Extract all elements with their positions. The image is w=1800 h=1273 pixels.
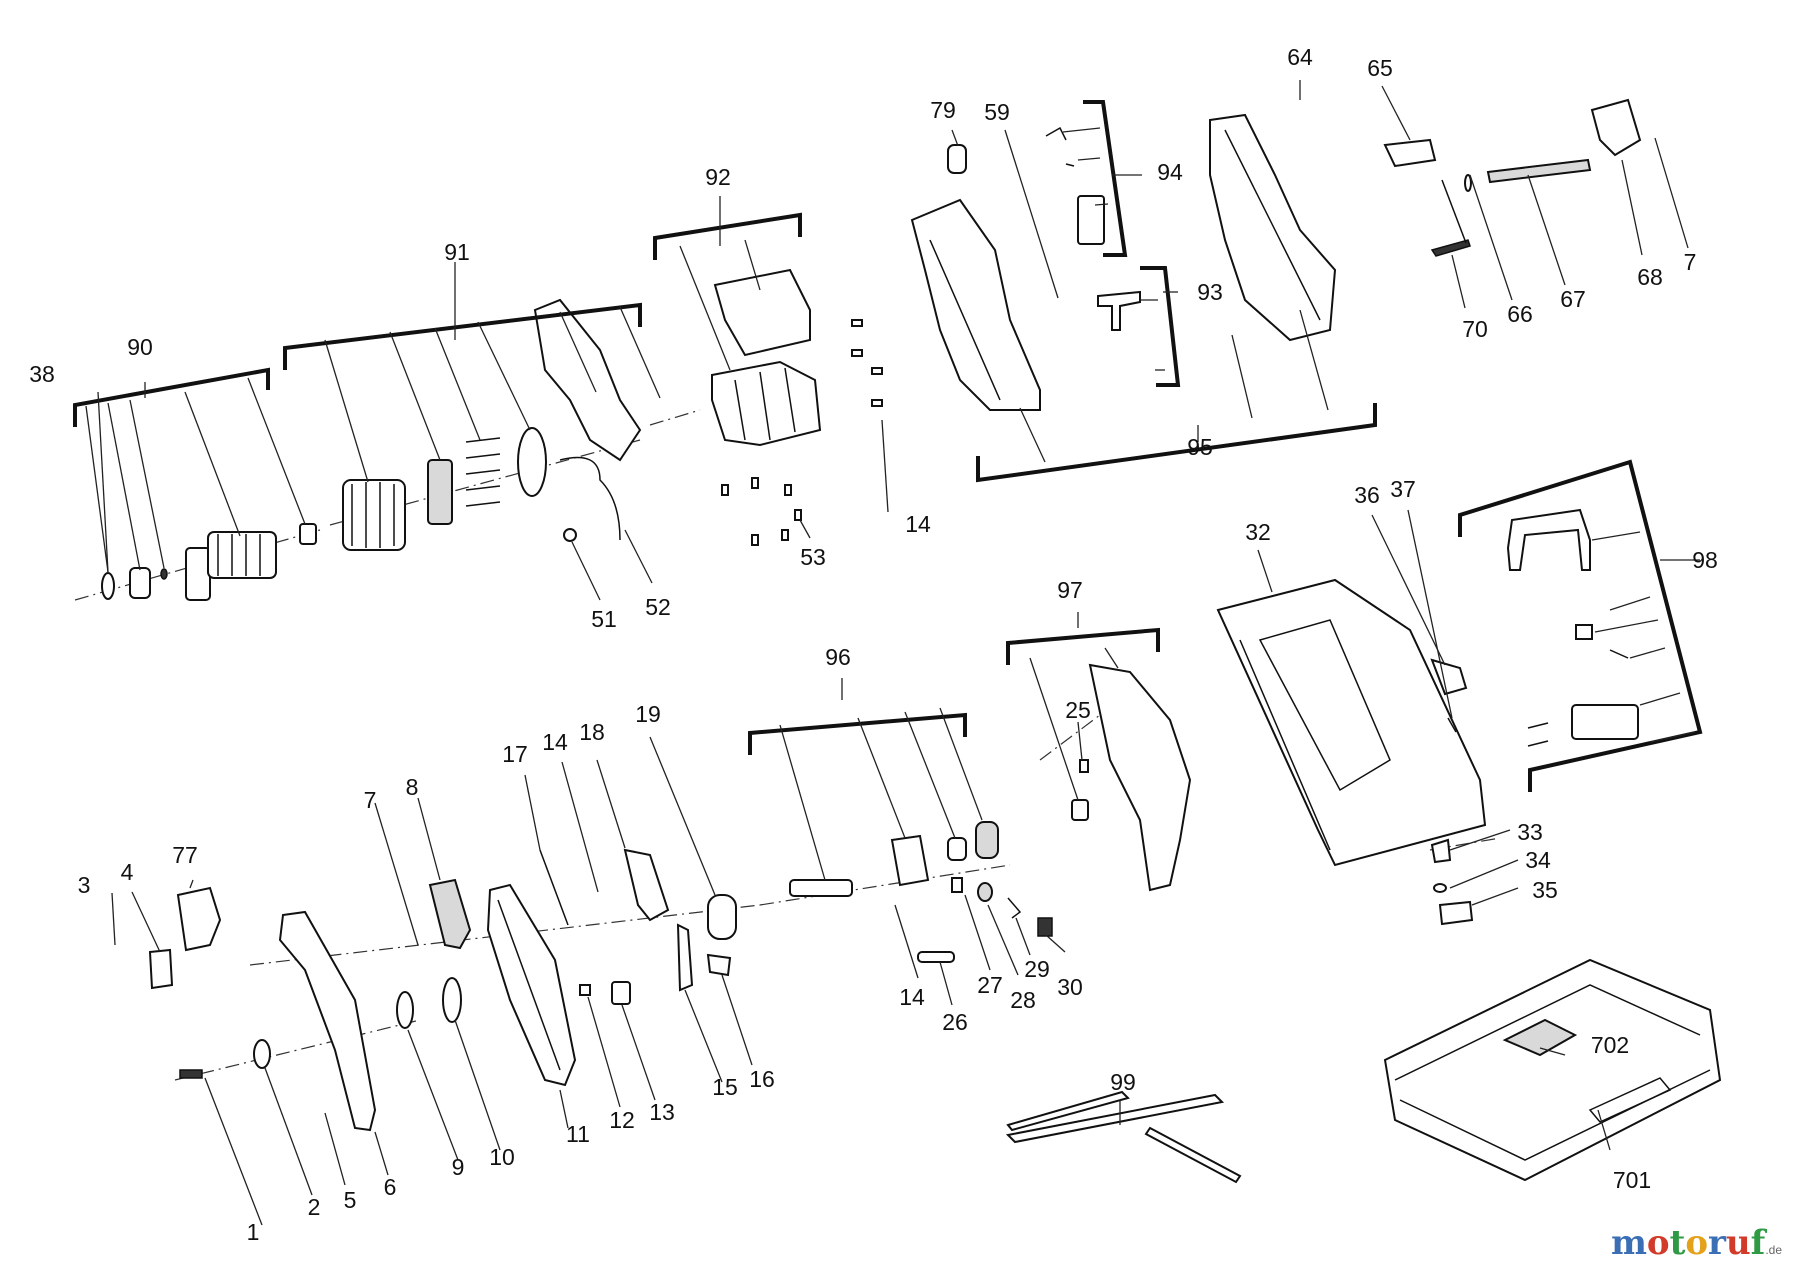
part-number: 25 [1065,697,1091,723]
part-number: 95 [1187,434,1213,460]
part-number: 77 [172,842,198,868]
watermark-letter: u [1725,1223,1751,1263]
part-number: 8 [406,774,419,800]
part-number: 16 [749,1066,775,1092]
part-number: 65 [1367,55,1393,81]
part-number: 702 [1591,1032,1629,1058]
part-number: 53 [800,544,826,570]
part-number: 38 [29,361,55,387]
part-number: 9 [452,1154,465,1180]
watermark-letter: r [1708,1223,1726,1263]
part-number: 7 [364,787,377,813]
motor-housing-assembly [711,268,822,447]
part-number: 92 [705,164,731,190]
part-number: 13 [649,1099,675,1125]
part-number: 6 [384,1174,397,1200]
part-number: 79 [930,97,956,123]
part-number: 91 [444,239,470,265]
watermark-wordmark: motoruf [1611,1223,1765,1263]
main-housing-right [1209,98,1642,342]
part-number: 96 [825,644,851,670]
part-number: 14 [542,729,568,755]
part-number: 1 [247,1219,260,1245]
part-number: 93 [1197,279,1223,305]
base-plate-32 [1216,578,1487,926]
part-number: 99 [1110,1069,1136,1095]
part-number-labels: 1 2 3 4 5 6 7 7 8 9 10 11 12 13 14 14 14… [29,44,1718,1245]
part-number: 2 [308,1194,321,1220]
part-number: 19 [635,701,661,727]
part-number: 67 [1560,286,1586,312]
screws-14-53 [721,319,883,546]
assembly-brackets [73,100,1703,792]
rip-fence-99 [1005,1090,1242,1184]
part-number: 98 [1692,547,1718,573]
part-number: 5 [344,1187,357,1213]
part-number: 11 [566,1121,590,1147]
part-number: 64 [1287,44,1313,70]
part-number: 701 [1613,1167,1651,1193]
part-number: 7 [1684,249,1697,275]
part-number: 70 [1462,316,1488,342]
part-number: 52 [645,594,671,620]
part-number: 10 [489,1144,515,1170]
part-number: 94 [1157,159,1183,185]
part-number: 37 [1390,476,1416,502]
blade-guard-group [148,848,737,1132]
part-number: 35 [1532,877,1558,903]
watermark-letter: m [1610,1223,1647,1263]
motoruf-watermark: motoruf.de [1611,1223,1782,1263]
part-number: 29 [1024,956,1050,982]
part-number: 32 [1245,519,1271,545]
part-number: 34 [1525,847,1551,873]
leader-lines [85,80,1700,1226]
part-number: 90 [127,334,153,360]
carry-case-701-702 [1383,958,1722,1182]
part-number: 26 [942,1009,968,1035]
part-number: 97 [1057,577,1083,603]
part-number: 30 [1057,974,1083,1000]
gearbox-group-96 [789,821,1053,963]
part-number: 59 [984,99,1010,125]
part-number: 66 [1507,301,1533,327]
part-number: 27 [977,972,1003,998]
part-number: 15 [712,1074,738,1100]
part-number: 12 [609,1107,635,1133]
watermark-letter: f [1750,1223,1766,1263]
watermark-letter: o [1646,1223,1670,1263]
part-number: 14 [899,984,925,1010]
part-number: 68 [1637,264,1663,290]
part-number: 14 [905,511,931,537]
riving-knife-holder-97 [1071,663,1192,892]
watermark-letter: t [1669,1223,1686,1263]
part-number: 33 [1517,819,1543,845]
part-number: 51 [591,606,617,632]
part-number: 17 [502,741,528,767]
main-housing-left [910,126,1141,411]
handle-group-98 [1506,508,1639,747]
watermark-domain-suffix: .de [1765,1243,1782,1257]
part-number: 36 [1354,482,1380,508]
part-number: 28 [1010,987,1036,1013]
motor-armature-assembly [101,523,317,601]
stator-assembly [342,298,642,551]
part-number: 18 [579,719,605,745]
part-number: 3 [78,872,91,898]
watermark-letter: o [1685,1223,1709,1263]
part-number: 4 [121,859,134,885]
